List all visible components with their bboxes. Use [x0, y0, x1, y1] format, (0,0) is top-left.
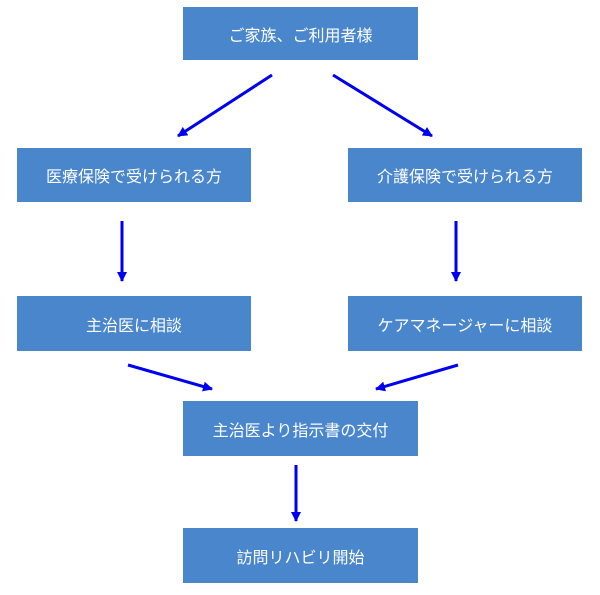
- arrow-manager-to-instruction: [375, 363, 459, 392]
- arrow-start-to-care: [332, 73, 433, 138]
- consult-doctor-node: 主治医に相談: [17, 296, 251, 351]
- rehab-start-node: 訪問リハビリ開始: [183, 528, 418, 583]
- family-user-node: ご家族、ご利用者様: [183, 7, 418, 60]
- arrow-start-to-medical: [177, 73, 273, 138]
- medical-insurance-node: 医療保険で受けられる方: [17, 148, 251, 202]
- care-insurance-node: 介護保険で受けられる方: [348, 148, 582, 202]
- doctor-instruction-node: 主治医より指示書の交付: [183, 401, 418, 456]
- arrow-doctor-to-instruction: [127, 363, 213, 392]
- consult-care-manager-node: ケアマネージャーに相談: [348, 296, 582, 351]
